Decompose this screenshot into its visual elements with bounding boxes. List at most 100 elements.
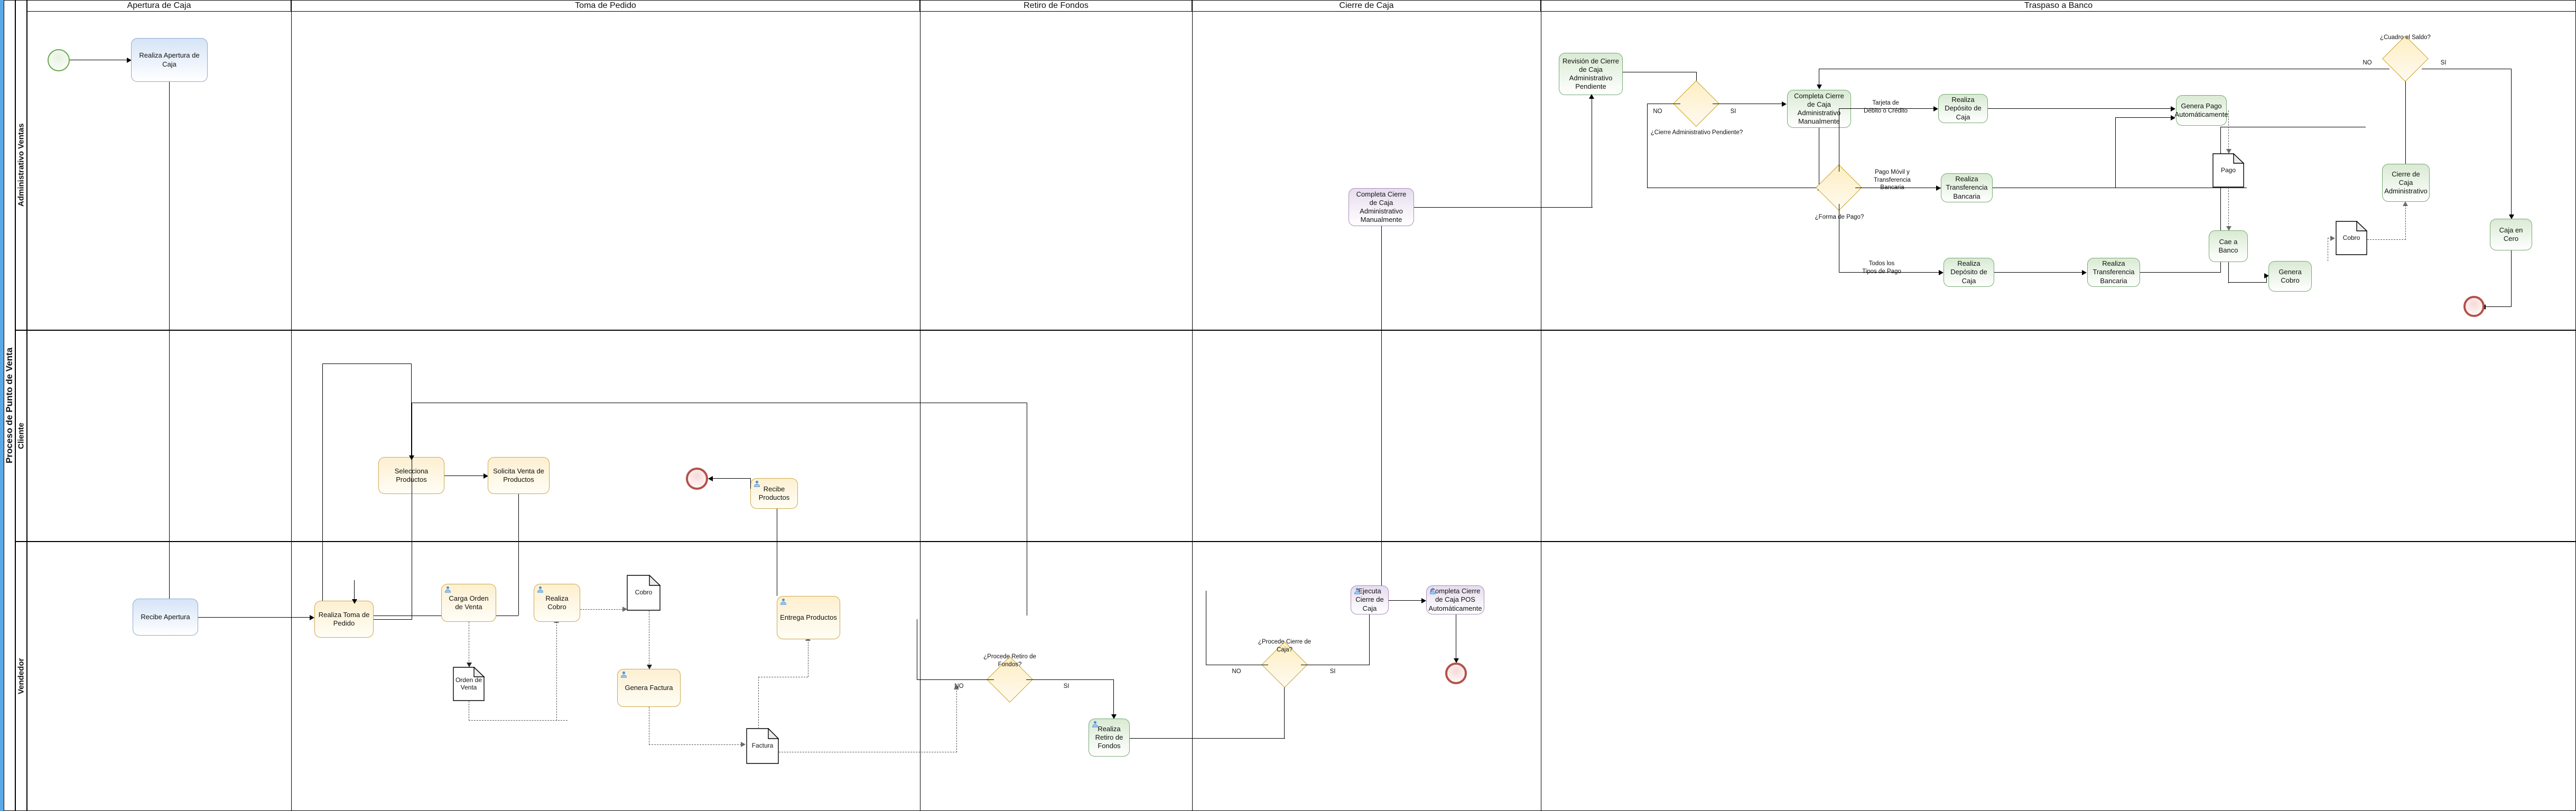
- flow-gw2-branch1: [1839, 108, 1937, 109]
- data-object-label: Factura: [751, 741, 774, 749]
- flow-ejecuta-up-to-admin: [1381, 226, 1382, 585]
- dataflow-factura-to-entrega-v: [758, 677, 759, 729]
- task-completa-cierre-de-caja-pos-automaticamente[interactable]: Completa Cierre de Caja POS Automáticame…: [1426, 585, 1484, 614]
- flow-ejecuta-to-completa: [1389, 600, 1425, 601]
- task-label: Genera Factura: [625, 683, 673, 692]
- arrowhead: [483, 473, 488, 479]
- task-label: Carga Orden de Venta: [449, 594, 489, 611]
- arrowhead: [2330, 236, 2335, 241]
- flow-cae-a-banco-down: [2228, 262, 2229, 283]
- gateway-cuadro-el-saldo[interactable]: [2382, 35, 2429, 82]
- data-object-pago[interactable]: Pago: [2212, 153, 2244, 188]
- end-event-caja-en-cero[interactable]: [2463, 296, 2485, 317]
- arrowhead: [1782, 101, 1787, 107]
- flow-gw-retiro-si: [1026, 679, 1114, 681]
- edge-label-tarjeta: Tarjeta de Débito o Crédito: [1853, 92, 1919, 115]
- data-object-factura[interactable]: Factura: [746, 728, 779, 764]
- gateway-label-text: ¿Procede Retiro de Fondos?: [983, 654, 1036, 668]
- arrowhead: [1454, 658, 1459, 663]
- pool-label: Proceso de Punto de Venta: [4, 0, 15, 811]
- gateway-label-text: ¿Procede Cierre de Caja?: [1258, 639, 1312, 653]
- task-genera-factura[interactable]: Genera Factura: [617, 669, 681, 707]
- flow-dep2-to-transf2: [1994, 272, 2085, 273]
- edge-label-si-gw1: SI: [1722, 100, 1745, 116]
- edge-label-text: SI: [1329, 668, 1336, 675]
- flow-recibe-apertura-to-toma: [198, 617, 312, 618]
- task-cierre-de-caja-administrativo[interactable]: Cierre de Caja Administrativo: [2382, 164, 2430, 202]
- task-revision-de-cierre-de-caja-administrativo-pendiente[interactable]: Revisión de Cierre de Caja Administrativ…: [1559, 53, 1623, 95]
- lane-label-text: Vendedor: [16, 658, 26, 695]
- task-realiza-apertura-de-caja[interactable]: Realiza Apertura de Caja: [131, 38, 208, 82]
- lane-label-cliente: Cliente: [15, 330, 27, 542]
- flow-purple-admin-right: [1414, 207, 1593, 208]
- start-event-apertura[interactable]: [48, 49, 70, 71]
- edge-label-text: SI: [1730, 108, 1736, 115]
- dataflow-orden-up-to-cobro: [556, 622, 557, 721]
- arrowhead: [2171, 106, 2175, 111]
- task-completa-cierre-de-caja-administrativo-manualmente-purple[interactable]: Completa Cierre de Caja Administrativo M…: [1349, 188, 1414, 226]
- arrowhead: [1589, 94, 1594, 99]
- data-object-cobro-vendedor[interactable]: Cobro: [627, 575, 661, 611]
- task-realiza-deposito-de-caja-2[interactable]: Realiza Depósito de Caja: [1943, 258, 1994, 287]
- flow-cae-to-genera-cobro-up: [2266, 275, 2267, 283]
- task-caja-en-cero[interactable]: Caja en Cero: [2490, 219, 2532, 250]
- dataflow-to-gw-retiro: [956, 688, 957, 752]
- flow-top-rail-1-down: [322, 363, 323, 611]
- data-object-cobro-admin[interactable]: Cobro: [2336, 221, 2367, 255]
- edge-label-no-gw-retiro: NO: [948, 675, 970, 691]
- user-icon: [620, 671, 627, 678]
- task-ejecuta-cierre-de-caja[interactable]: Ejecuta Cierre de Caja: [1351, 585, 1389, 614]
- flow-top-rail-1: [322, 363, 411, 365]
- gateway-forma-de-pago[interactable]: [1816, 164, 1862, 211]
- dataflow-genera-pago-to-pago-doc: [2228, 110, 2229, 150]
- task-realiza-transferencia-bancaria-1[interactable]: Realiza Transferencia Bancaria: [1941, 173, 1993, 202]
- edge-label-text: NO: [1653, 108, 1662, 115]
- task-genera-cobro[interactable]: Genera Cobro: [2268, 261, 2312, 292]
- arrowhead: [2226, 226, 2231, 231]
- gateway-cierre-administrativo-pendiente[interactable]: [1673, 80, 1719, 127]
- task-label: Realiza Cobro: [545, 594, 569, 611]
- edge-label-text: NO: [954, 683, 964, 690]
- task-label: Genera Pago Automáticamente: [2174, 101, 2228, 118]
- task-recibe-productos[interactable]: Recibe Productos: [750, 478, 798, 509]
- task-realiza-cobro[interactable]: Realiza Cobro: [534, 584, 580, 622]
- dataflow-orden-right: [469, 720, 568, 721]
- user-icon: [537, 586, 544, 593]
- task-recibe-apertura[interactable]: Recibe Apertura: [133, 599, 198, 636]
- task-cae-a-banco[interactable]: Cae a Banco: [2209, 230, 2248, 262]
- phase-label: Apertura de Caja: [127, 1, 191, 10]
- end-event-recibe-productos[interactable]: [686, 468, 708, 490]
- flow-retiro-to-gw-cierre-up: [1284, 681, 1285, 739]
- arrowhead: [741, 742, 746, 747]
- flow-retiro-to-gw-cierre: [1130, 738, 1285, 739]
- task-entrega-productos[interactable]: Entrega Productos: [777, 596, 840, 639]
- flow-gw-retiro-no: [917, 679, 994, 681]
- arrowhead: [1817, 85, 1822, 89]
- flow-transf2-up: [2220, 127, 2221, 273]
- gateway-label-cuadro-el-saldo: ¿Cuadro el Saldo?: [2376, 26, 2435, 42]
- flow-apertura-to-recibe-apertura: [169, 82, 170, 610]
- flow-caja-en-cero-to-end: [2485, 306, 2512, 307]
- gateway-label-cierre-administrativo-pendiente: ¿Cierre Administrativo Pendiente?: [1649, 122, 1745, 137]
- task-realiza-deposito-de-caja-1[interactable]: Realiza Depósito de Caja: [1938, 94, 1988, 123]
- task-label: Realiza Transferencia Bancaria: [1946, 175, 1988, 200]
- task-solicita-venta-de-productos[interactable]: Solicita Venta de Productos: [488, 457, 550, 494]
- flow-transf2-right: [2140, 272, 2221, 273]
- task-carga-orden-de-venta[interactable]: Carga Orden de Venta: [441, 584, 496, 622]
- edge-label-text: SI: [1063, 683, 1070, 690]
- task-realiza-toma-de-pedido[interactable]: Realiza Toma de Pedido: [314, 601, 374, 638]
- data-object-orden-de-venta[interactable]: Orden de Venta: [453, 667, 485, 701]
- end-event-pos[interactable]: [1445, 663, 1467, 684]
- arrowhead: [1421, 598, 1426, 603]
- task-realiza-transferencia-bancaria-2[interactable]: Realiza Transferencia Bancaria: [2087, 258, 2140, 287]
- arrowhead: [708, 476, 713, 481]
- user-icon: [1429, 588, 1436, 594]
- edge-label-si-gw-cierre: SI: [1322, 660, 1343, 676]
- task-genera-pago-automaticamente[interactable]: Genera Pago Automáticamente: [2174, 95, 2228, 126]
- flow-transf1-up: [2115, 117, 2116, 188]
- lane-label-administrativo: Administrativo Ventas: [15, 0, 27, 330]
- task-realiza-retiro-de-fondos[interactable]: Realiza Retiro de Fondos: [1089, 719, 1130, 757]
- task-label: Solicita Venta de Productos: [493, 467, 544, 483]
- gateway-diamond: [2382, 35, 2429, 82]
